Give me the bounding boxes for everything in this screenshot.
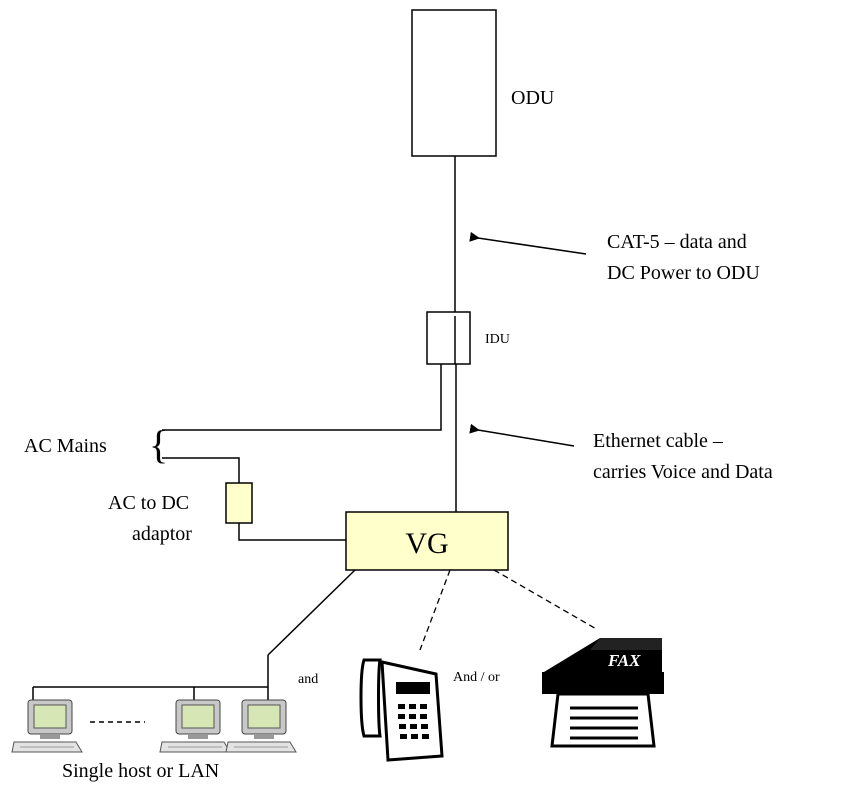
- adaptor-to-vg-cable: [238, 523, 346, 541]
- ac-mains-label: AC Mains: [24, 435, 107, 457]
- adaptor-label-line1: AC to DC: [108, 492, 189, 514]
- ethernet-arrow: [469, 423, 575, 447]
- desktop-computer-icon: [225, 699, 297, 753]
- lan-caption: Single host or LAN: [62, 760, 219, 782]
- cat5-label-line2: DC Power to ODU: [607, 262, 760, 284]
- vg-box: [345, 511, 509, 571]
- ac-mains-brace: {: [149, 422, 168, 467]
- mains-to-adaptor-cable: [162, 457, 240, 483]
- desktop-computer-icon: [11, 699, 83, 753]
- odu-box: [411, 9, 497, 157]
- vg-to-lan-cable: [267, 569, 356, 656]
- fax-text: FAX: [607, 651, 641, 670]
- adaptor-label-line2: adaptor: [132, 523, 192, 545]
- and-label: and: [298, 672, 318, 687]
- fax-machine-icon: FAX: [542, 638, 664, 748]
- ac-dc-adaptor-box: [225, 482, 253, 524]
- idu-power-cable: [162, 364, 442, 431]
- vg-label: VG: [405, 527, 448, 560]
- odu-label: ODU: [511, 87, 555, 109]
- idu-label: IDU: [485, 332, 510, 347]
- desktop-computer-icon: [159, 699, 231, 753]
- vg-to-fax-link: [493, 569, 599, 631]
- desk-phone-icon: [359, 658, 444, 762]
- ethernet-label-line1: Ethernet cable –: [593, 430, 724, 452]
- cat5-label-line1: CAT-5 – data and: [607, 231, 747, 253]
- cat5-arrow: [469, 231, 587, 255]
- ethernet-label-line2: carries Voice and Data: [593, 461, 773, 483]
- vg-to-phone-link: [419, 569, 451, 651]
- idu-box: [426, 311, 471, 365]
- and-or-label: And / or: [453, 670, 500, 685]
